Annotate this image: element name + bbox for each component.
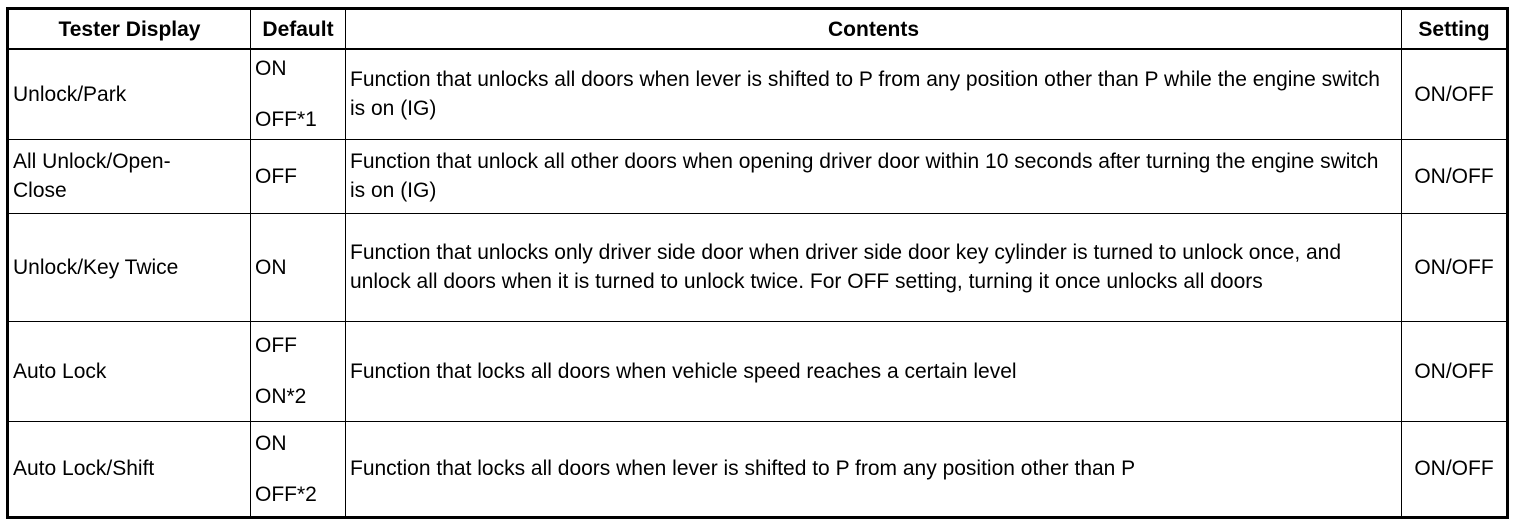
tester-display-cell: Auto Lock — [7, 320, 251, 422]
default-cell: OFF — [250, 138, 346, 214]
setting-cell: ON/OFF — [1401, 138, 1508, 214]
default-value: ON — [255, 255, 287, 279]
table-row: All Unlock/Open-Close OFF Function that … — [7, 138, 1508, 214]
default-cell: ON OFF*2 — [250, 420, 346, 518]
default-cell: ON — [250, 212, 346, 322]
setting-cell: ON/OFF — [1401, 420, 1508, 518]
setting-cell: ON/OFF — [1401, 212, 1508, 322]
contents-cell: Function that unlocks all doors when lev… — [345, 48, 1402, 140]
default-value: ON — [255, 431, 287, 455]
contents-cell: Function that locks all doors when lever… — [345, 420, 1402, 518]
header-setting: Setting — [1401, 8, 1508, 50]
setting-cell: ON/OFF — [1401, 48, 1508, 140]
header-tester-display: Tester Display — [7, 8, 251, 50]
tester-display-cell: Unlock/Key Twice — [7, 212, 251, 322]
default-value: OFF*1 — [255, 108, 317, 132]
default-value: OFF — [255, 334, 297, 357]
table-row: Auto Lock OFF ON*2 Function that locks a… — [7, 320, 1508, 422]
default-value: OFF — [255, 164, 297, 188]
contents-cell: Function that locks all doors when vehic… — [345, 320, 1402, 422]
default-value: ON — [255, 57, 287, 81]
tester-display-cell: Unlock/Park — [7, 48, 251, 140]
tester-display-cell: All Unlock/Open-Close — [7, 138, 251, 214]
header-row: Tester Display Default Contents Setting — [7, 8, 1508, 50]
table-row: Unlock/Key Twice ON Function that unlock… — [7, 212, 1508, 322]
table-row: Unlock/Park ON OFF*1 Function that unloc… — [7, 48, 1508, 140]
table-row: Auto Lock/Shift ON OFF*2 Function that l… — [7, 420, 1508, 518]
contents-cell: Function that unlocks only driver side d… — [345, 212, 1402, 322]
header-default: Default — [250, 8, 346, 50]
contents-cell: Function that unlock all other doors whe… — [345, 138, 1402, 214]
default-cell: ON OFF*1 — [250, 48, 346, 140]
tester-display-cell: Auto Lock/Shift — [7, 420, 251, 518]
default-value: OFF*2 — [255, 482, 317, 506]
default-value: ON*2 — [255, 385, 307, 408]
default-cell: OFF ON*2 — [250, 320, 346, 422]
header-contents: Contents — [345, 8, 1402, 50]
table-header: Tester Display Default Contents Setting — [7, 8, 1508, 50]
customize-settings-table: Tester Display Default Contents Setting … — [6, 7, 1509, 519]
table-body: Unlock/Park ON OFF*1 Function that unloc… — [7, 48, 1508, 518]
setting-cell: ON/OFF — [1401, 320, 1508, 422]
